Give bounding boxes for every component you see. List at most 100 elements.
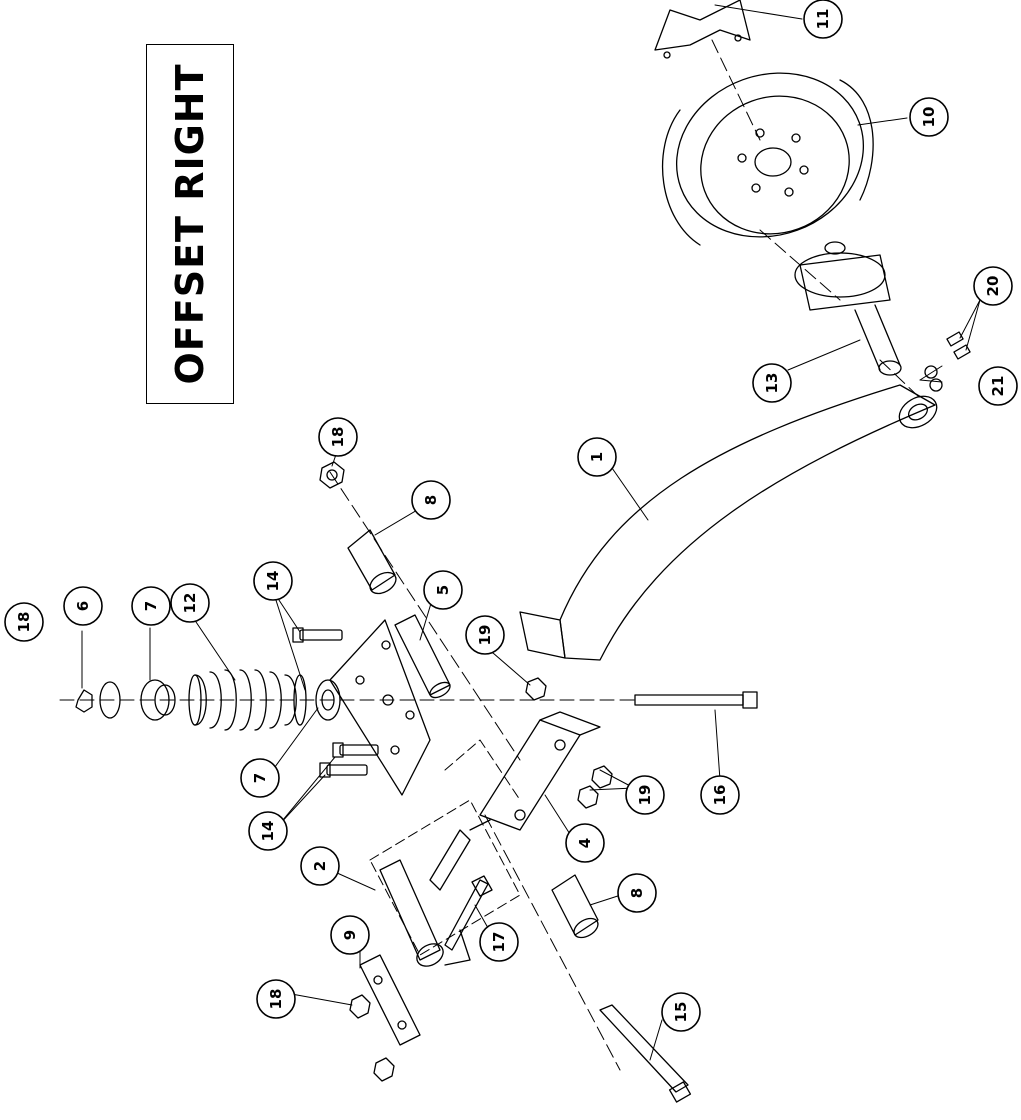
callout-circle [300,846,340,886]
part-10-wheel [661,72,874,246]
callout-circle [909,97,949,137]
callout-19: 19 [625,775,665,815]
callout-19: 19 [465,615,505,655]
callout-2: 2 [300,846,340,886]
callout-13: 13 [752,363,792,403]
part-8-bushing-upper [347,529,397,595]
callout-number: 15 [672,1002,690,1023]
callout-number: 14 [264,571,282,592]
part-17-bolt [444,875,493,951]
callout-number: 7 [142,601,160,611]
callout-circle [700,775,740,815]
callout-8: 8 [411,480,451,520]
callout-circle [240,758,280,798]
callout-circle [248,811,288,851]
part-14-bolts [292,627,379,778]
callout-number: 7 [251,773,269,783]
callout-circle [318,417,358,457]
callout-circle [411,480,451,520]
callout-20: 20 [973,266,1013,306]
callout-number: 18 [267,989,285,1010]
callout-number: 8 [422,495,440,505]
part-19-nuts [525,677,613,809]
callout-circle [330,915,370,955]
callout-circle [131,586,171,626]
callout-circle [617,873,657,913]
callout-5: 5 [423,570,463,610]
callout-14: 14 [248,811,288,851]
callout-circle [170,583,210,623]
callout-circle [423,570,463,610]
callout-circle [752,363,792,403]
callout-7: 7 [131,586,171,626]
callout-16: 16 [700,775,740,815]
callout-circle [661,992,701,1032]
callout-8: 8 [617,873,657,913]
callout-number: 14 [259,821,277,842]
callout-18: 18 [256,979,296,1019]
part-1-arm [519,384,938,661]
part-9-plate [359,954,421,1046]
callout-14: 14 [253,561,293,601]
callout-number: 10 [920,107,938,128]
callout-circle [803,0,843,39]
callout-21: 21 [978,366,1018,406]
callout-number: 12 [181,593,199,614]
callout-number: 17 [490,932,508,953]
callout-circle [973,266,1013,306]
callout-number: 8 [628,888,646,898]
callout-circle [577,437,617,477]
callout-number: 19 [476,625,494,646]
callout-1: 1 [577,437,617,477]
leader-lines [81,4,981,1061]
part-5-tube [394,614,451,699]
callout-circle [256,979,296,1019]
callout-circle [253,561,293,601]
part-18-nuts-lower [349,994,395,1082]
callout-4: 4 [565,823,605,863]
callout-circle [479,922,519,962]
callout-number: 5 [434,585,452,595]
part-16-bolt [634,691,758,709]
callout-6: 6 [63,586,103,626]
callout-11: 11 [803,0,843,39]
callout-18: 18 [318,417,358,457]
callout-10: 10 [909,97,949,137]
part-18-nut-top [319,461,345,489]
callout-number: 21 [989,376,1007,397]
callout-number: 2 [311,861,329,871]
assembly-axis-lines [59,39,921,1071]
callout-number: 18 [15,612,33,633]
title-box: OFFSET RIGHT [146,44,234,404]
callout-number: 19 [636,785,654,806]
callout-circle [465,615,505,655]
part-20-21-hardware [924,331,971,392]
callout-17: 17 [479,922,519,962]
callout-15: 15 [661,992,701,1032]
callout-circle [63,586,103,626]
callout-circle [978,366,1018,406]
callout-number: 4 [576,838,594,848]
callout-number: 9 [341,930,359,940]
part-12-spring [75,669,341,731]
callout-number: 6 [74,601,92,611]
callout-circle [625,775,665,815]
callout-circle [4,602,44,642]
part-15-bolt [599,1004,692,1103]
part-4-tube [479,711,601,831]
part-8-bushing-lower [551,874,599,939]
callout-number: 18 [329,427,347,448]
part-13-hub [794,241,902,376]
callout-18: 18 [4,602,44,642]
callout-number: 1 [588,452,606,462]
spring-mount-plate [329,619,431,796]
callout-number: 16 [711,785,729,806]
callout-number: 11 [814,9,832,30]
callout-circle [565,823,605,863]
callout-12: 12 [170,583,210,623]
callout-7: 7 [240,758,280,798]
callout-9: 9 [330,915,370,955]
